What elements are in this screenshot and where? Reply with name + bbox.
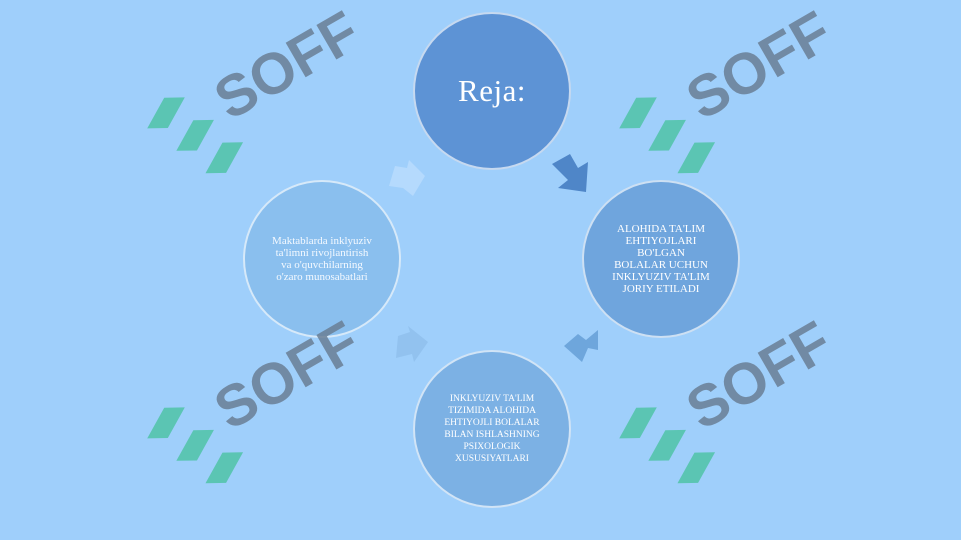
- watermark-top-right: SOFF: [619, 0, 842, 174]
- watermark-top-left: SOFF: [147, 0, 370, 174]
- node-right: ALOHIDA TA'LIM EHTIYOJLARI BO'LGAN BOLAL…: [582, 180, 740, 338]
- node-left: Maktablarda inklyuziv ta'limni rivojlant…: [243, 180, 401, 338]
- watermark-text: SOFF: [204, 0, 370, 132]
- node-right-label: ALOHIDA TA'LIM EHTIYOJLARI BO'LGAN BOLAL…: [612, 223, 710, 295]
- watermark-text: SOFF: [676, 0, 842, 132]
- node-center-label: Reja:: [458, 73, 526, 108]
- node-bottom: INKLYUZIV TA'LIM TIZIMIDA ALOHIDA EHTIYO…: [413, 350, 571, 508]
- node-center-plan: Reja:: [413, 12, 571, 170]
- watermark-text: SOFF: [676, 309, 842, 443]
- node-left-label: Maktablarda inklyuziv ta'limni rivojlant…: [272, 235, 372, 283]
- node-bottom-label: INKLYUZIV TA'LIM TIZIMIDA ALOHIDA EHTIYO…: [444, 394, 540, 464]
